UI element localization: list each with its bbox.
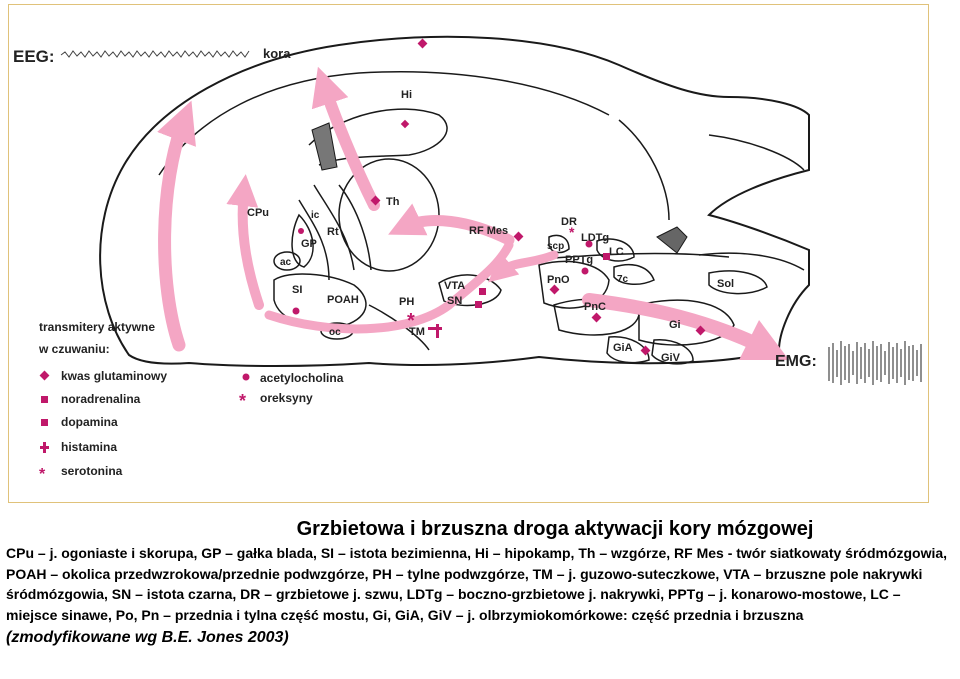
label-giv: GiV bbox=[661, 352, 681, 364]
caption: Grzbietowa i brzuszna droga aktywacji ko… bbox=[0, 518, 960, 647]
marker-serotonin-dr: * bbox=[569, 224, 575, 240]
label-rf-mes: RF Mes bbox=[469, 225, 508, 237]
caption-source: (zmodyfikowane wg B.E. Jones 2003) bbox=[0, 629, 960, 647]
legend-serotonin-icon: * bbox=[39, 466, 46, 483]
caption-body: CPu – j. ogoniaste i skorupa, GP – gałka… bbox=[0, 541, 960, 625]
label-sol: Sol bbox=[717, 278, 734, 290]
legend-glutamate: kwas glutaminowy bbox=[61, 369, 167, 383]
label-ph: PH bbox=[399, 296, 414, 308]
legend-noradrenaline-icon bbox=[41, 396, 48, 403]
label-gi: Gi bbox=[669, 319, 681, 331]
eeg-label: EEG: bbox=[13, 47, 55, 66]
marker-ach-ldtg bbox=[586, 241, 593, 248]
label-pnc: PnC bbox=[584, 301, 606, 313]
label-si: SI bbox=[292, 284, 302, 296]
legend-glutamate-icon bbox=[40, 371, 50, 381]
marker-ach-pptg bbox=[582, 268, 589, 275]
label-ldtg: LDTg bbox=[581, 232, 609, 244]
legend-histamine-icon bbox=[40, 442, 49, 453]
label-cpu: CPu bbox=[247, 207, 269, 219]
marker-histamine-tm bbox=[428, 324, 442, 338]
legend-histamine: histamina bbox=[61, 440, 117, 454]
label-th: Th bbox=[386, 196, 400, 208]
label-oc: oc bbox=[329, 327, 341, 338]
marker-glutamate-gia bbox=[641, 346, 651, 356]
marker-orexin-ph: * bbox=[407, 310, 415, 332]
label-rt: Rt bbox=[327, 226, 339, 238]
marker-glutamate-cortex bbox=[418, 39, 428, 49]
legend-title-line1: transmitery aktywne bbox=[39, 320, 155, 334]
caption-title: Grzbietowa i brzuszna droga aktywacji ko… bbox=[150, 518, 960, 541]
label-scp: scp bbox=[547, 241, 564, 252]
marker-ach-gp bbox=[298, 228, 304, 234]
marker-ach-si bbox=[293, 308, 300, 315]
legend: transmitery aktywne w czuwaniu: kwas glu… bbox=[38, 320, 344, 483]
label-kora: kora bbox=[263, 46, 291, 61]
brain-diagram: EEG: EMG: bbox=[8, 4, 929, 503]
label-gp: GP bbox=[301, 238, 317, 250]
label-7c: 7c bbox=[617, 274, 629, 285]
brain-diagram-svg: EEG: EMG: bbox=[9, 5, 930, 504]
label-hi: Hi bbox=[401, 89, 412, 101]
label-ac: ac bbox=[280, 257, 292, 268]
legend-dopamine-icon bbox=[41, 419, 48, 426]
legend-acetylcholine: acetylocholina bbox=[260, 371, 344, 385]
label-pptg: PPTg bbox=[565, 254, 593, 266]
label-gia: GiA bbox=[613, 342, 633, 354]
label-ic: ic bbox=[311, 210, 320, 221]
marker-glutamate-hi bbox=[401, 120, 409, 128]
legend-orexin-icon: * bbox=[239, 391, 246, 411]
legend-dopamine: dopamina bbox=[61, 415, 118, 429]
legend-title-line2: w czuwaniu: bbox=[38, 342, 110, 356]
legend-acetylcholine-icon bbox=[243, 374, 250, 381]
marker-dopamine-sn bbox=[475, 301, 482, 308]
label-pno: PnO bbox=[547, 274, 570, 286]
emg-label: EMG: bbox=[775, 353, 817, 370]
marker-dopamine-vta bbox=[479, 288, 486, 295]
label-vta: VTA bbox=[444, 280, 465, 292]
marker-noradrenaline-lc bbox=[603, 253, 610, 260]
marker-glutamate-pno bbox=[550, 285, 560, 295]
emg-trace bbox=[829, 341, 921, 385]
label-poah: POAH bbox=[327, 294, 359, 306]
marker-glutamate-pnc bbox=[592, 313, 602, 323]
legend-noradrenaline: noradrenalina bbox=[61, 392, 141, 406]
label-sn: SN bbox=[447, 295, 462, 307]
label-lc: LC bbox=[609, 246, 624, 258]
legend-orexin: oreksyny bbox=[260, 391, 313, 405]
eeg-trace bbox=[61, 51, 249, 57]
marker-glutamate-rfmes bbox=[514, 232, 524, 242]
legend-serotonin: serotonina bbox=[61, 464, 123, 478]
